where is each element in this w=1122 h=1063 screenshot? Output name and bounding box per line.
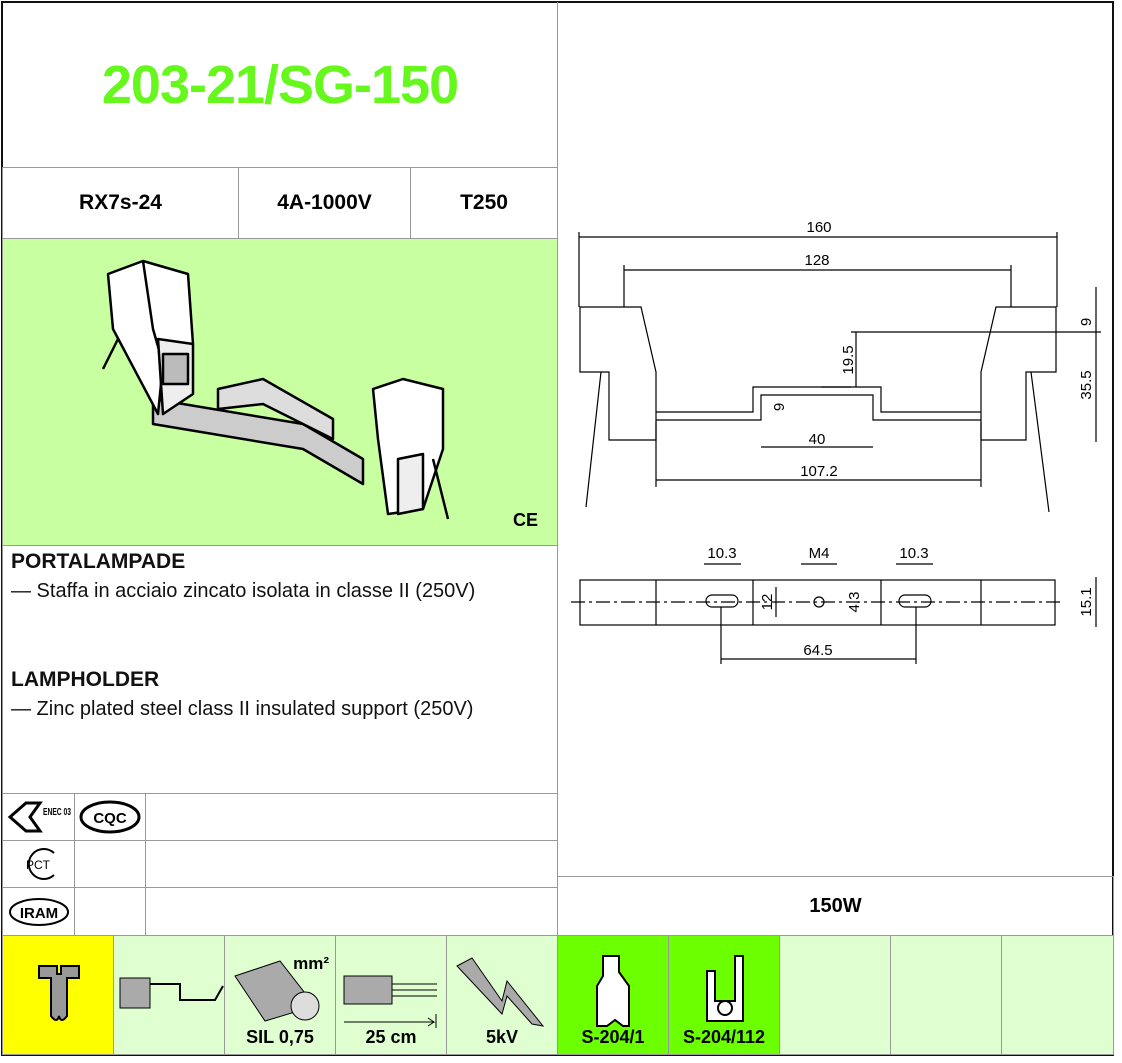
screw-icon <box>38 965 80 1021</box>
dim-9-mid: 9 <box>771 403 788 411</box>
dim-12: 12 <box>759 594 776 611</box>
cert-empty <box>145 887 558 936</box>
heading-en: LAMPHOLDER <box>11 668 160 691</box>
title-cell: 203-21/SG-150 <box>2 2 558 168</box>
cable-length-label: 25 cm <box>365 1027 417 1047</box>
cert-empty <box>145 793 558 841</box>
cqc-logo-text: CQC <box>93 810 127 827</box>
cert-empty <box>74 840 146 888</box>
empty-cell <box>890 935 1002 1055</box>
spec-base-label: RX7s-24 <box>79 191 162 214</box>
accessory-s204-1[interactable]: S-204/1 <box>557 935 669 1055</box>
wire-terminal-icon <box>119 977 224 1009</box>
empty-cell <box>779 935 891 1055</box>
clip-s204-1-icon <box>596 955 630 1027</box>
product-image: CE <box>2 238 558 546</box>
cert-enec: ENEC 03 <box>2 793 75 841</box>
cqc-logo-icon: CQC <box>79 800 141 834</box>
spec-temperature: T250 <box>410 167 558 239</box>
cable-section-cell: mm² SIL 0,75 <box>224 935 336 1055</box>
desc-it: — Staffa in acciaio zincato isolata in c… <box>11 580 476 602</box>
accessory-s204-112-label: S-204/112 <box>682 1027 766 1047</box>
dim-19-5: 19.5 <box>840 345 857 374</box>
cert-empty <box>74 887 146 936</box>
dimension-drawing: 160 128 9 19.5 35.5 9 40 107.2 10.3 M4 1… <box>571 219 1101 664</box>
pct-logo-text: PCT <box>26 858 51 872</box>
spec-temp-label: T250 <box>460 191 508 214</box>
empty-cell <box>1001 935 1114 1055</box>
dim-64-5: 64.5 <box>803 642 832 659</box>
desc-en: — Zinc plated steel class II insulated s… <box>11 698 474 720</box>
clip-s204-112-icon <box>706 955 744 1022</box>
dim-15-1: 15.1 <box>1078 587 1095 616</box>
pct-logo-icon: PCT <box>26 848 55 880</box>
screw-cell <box>2 935 114 1055</box>
terminal-cell <box>113 935 225 1055</box>
dim-4-3: 4.3 <box>846 592 863 613</box>
ce-mark: CE <box>513 510 538 530</box>
iram-logo-icon: IRAM <box>8 897 69 926</box>
dim-128: 128 <box>804 252 829 269</box>
iram-logo-text: IRAM <box>19 905 57 922</box>
power-label: 150W <box>809 894 862 917</box>
heading-it: PORTALAMPADE <box>11 550 186 573</box>
accessory-s204-1-label: S-204/1 <box>581 1027 645 1047</box>
accessory-s204-112[interactable]: S-204/112 <box>668 935 780 1055</box>
description-cell: PORTALAMPADE — Staffa in acciaio zincato… <box>2 545 558 794</box>
cable-section-label: SIL 0,75 <box>246 1027 314 1047</box>
enec-logo-text: ENEC 03 <box>43 807 71 818</box>
spec-base: RX7s-24 <box>2 167 239 239</box>
enec-logo-icon: ENEC 03 <box>7 801 71 833</box>
dim-107-2: 107.2 <box>800 463 838 480</box>
cert-pct: PCT <box>2 840 75 888</box>
cert-cqc: CQC <box>74 793 146 841</box>
lampholder-illustration: CE <box>101 259 538 530</box>
cert-empty <box>145 840 558 888</box>
dim-9-top: 9 <box>1078 318 1095 326</box>
voltage-icon <box>456 957 545 1027</box>
voltage-cell: 5kV <box>446 935 558 1055</box>
spec-rating: 4A-1000V <box>238 167 411 239</box>
dim-10-3-left: 10.3 <box>707 545 736 562</box>
dim-40: 40 <box>809 431 826 448</box>
cable-length-icon <box>343 975 437 1028</box>
cert-iram: IRAM <box>2 887 75 936</box>
dim-160: 160 <box>806 219 831 236</box>
unit-mm2: mm² <box>293 954 329 973</box>
voltage-label: 5kV <box>485 1027 519 1047</box>
dim-m4: M4 <box>809 545 830 562</box>
dim-35-5: 35.5 <box>1078 370 1095 399</box>
spec-rating-label: 4A-1000V <box>277 191 372 214</box>
product-code: 203-21/SG-150 <box>101 55 459 115</box>
dim-10-3-right: 10.3 <box>899 545 928 562</box>
technical-drawing: 160 128 9 19.5 35.5 9 40 107.2 10.3 M4 1… <box>557 2 1114 877</box>
cable-length-cell: 25 cm <box>335 935 447 1055</box>
cable-section-icon <box>234 960 320 1022</box>
power-cell: 150W <box>557 876 1114 936</box>
